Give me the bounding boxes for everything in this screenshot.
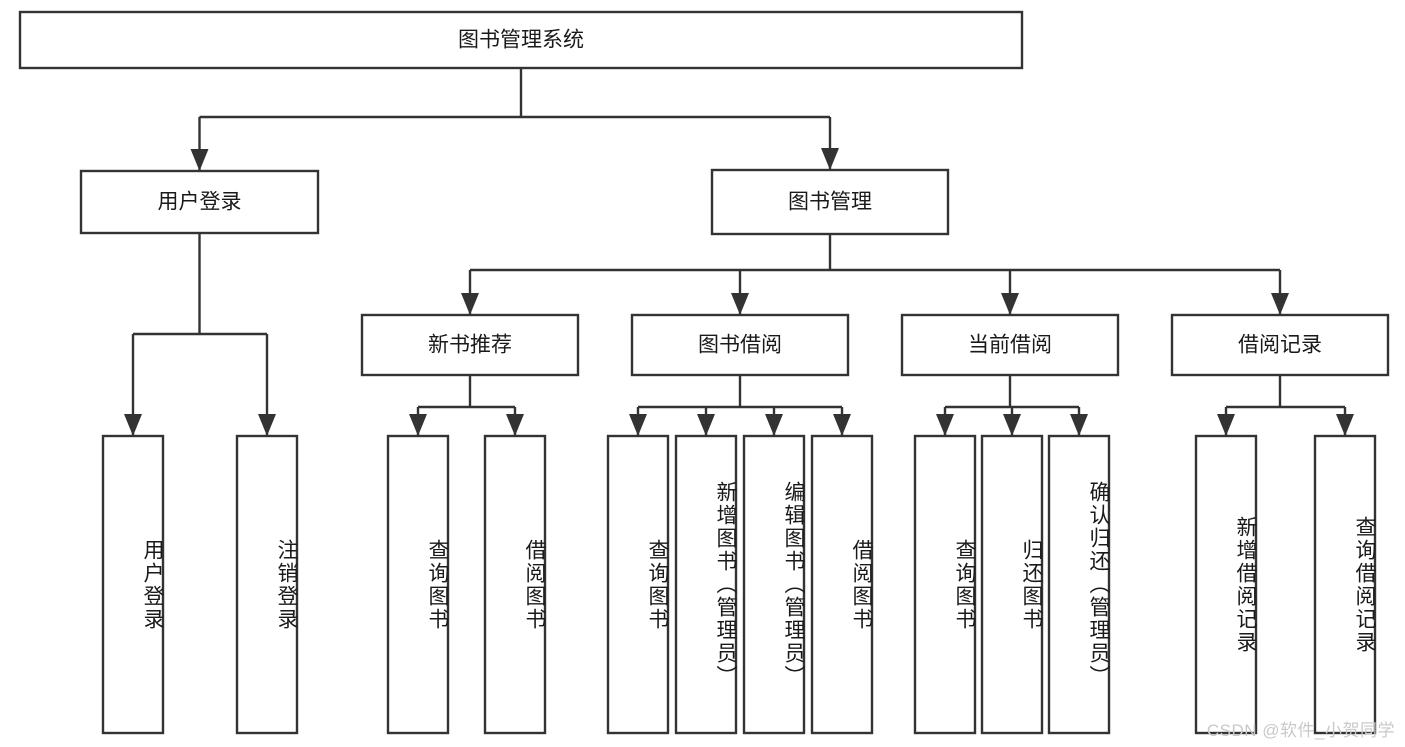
node-leaf_borrow_lend[interactable] xyxy=(810,434,874,735)
arrow-head-icon-l1_user xyxy=(190,149,209,171)
node-box-l2_record xyxy=(1170,313,1390,377)
node-box-leaf_cur_return xyxy=(980,434,1044,735)
node-leaf_cur_query[interactable] xyxy=(913,434,977,735)
node-box-leaf_borrow_query xyxy=(606,434,670,735)
arrow-head-icon-leaf_new_borrow xyxy=(506,414,524,436)
node-box-leaf_rec_query xyxy=(1313,434,1377,735)
node-box-l1_user xyxy=(79,169,320,235)
node-leaf_borrow_query[interactable] xyxy=(606,434,670,735)
node-leaf_cur_return[interactable] xyxy=(980,434,1044,735)
arrow-head-icon-leaf_borrow_add xyxy=(697,414,715,436)
arrow-head-icon-leaf_rec_query xyxy=(1336,414,1354,436)
node-l1_book[interactable]: 图书管理 xyxy=(710,168,950,236)
node-box-leaf_new_query xyxy=(386,434,450,735)
node-leaf_rec_add[interactable] xyxy=(1194,434,1258,735)
node-box-l2_new xyxy=(360,313,580,377)
node-leaf_borrow_add[interactable] xyxy=(674,434,738,735)
node-box-leaf_new_borrow xyxy=(483,434,547,735)
arrow-head-icon-leaf_cur_return xyxy=(1003,414,1021,436)
node-label-l2_record: 借阅记录 xyxy=(1238,334,1322,357)
node-l2_current[interactable]: 当前借阅 xyxy=(900,313,1120,377)
arrow-head-icon-l2_new xyxy=(461,293,479,315)
node-label-l2_borrow: 图书借阅 xyxy=(698,334,782,357)
node-box-leaf_user_login xyxy=(101,434,165,735)
node-box-leaf_user_logout xyxy=(235,434,299,735)
node-l2_borrow[interactable]: 图书借阅 xyxy=(630,313,850,377)
node-l2_record[interactable]: 借阅记录 xyxy=(1170,313,1390,377)
node-l2_new[interactable]: 新书推荐 xyxy=(360,313,580,377)
arrow-head-icon-l2_borrow xyxy=(731,293,749,315)
arrow-head-icon-leaf_borrow_query xyxy=(629,414,647,436)
arrow-head-icon-leaf_cur_confirm xyxy=(1070,414,1088,436)
node-label-l1_user: 用户登录 xyxy=(158,191,242,214)
arrow-head-icon-leaf_user_logout xyxy=(258,414,276,436)
arrow-head-icon-l2_current xyxy=(1001,293,1019,315)
node-label-root: 图书管理系统 xyxy=(458,29,584,52)
arrow-head-icon-l2_record xyxy=(1271,293,1289,315)
node-leaf_new_borrow[interactable] xyxy=(483,434,547,735)
node-box-l1_book xyxy=(710,168,950,236)
node-leaf_cur_confirm[interactable] xyxy=(1047,434,1111,735)
node-box-root xyxy=(18,10,1024,70)
node-box-l2_borrow xyxy=(630,313,850,377)
node-leaf_rec_query[interactable] xyxy=(1313,434,1377,735)
node-label-l2_new: 新书推荐 xyxy=(428,334,512,357)
node-box-leaf_borrow_lend xyxy=(810,434,874,735)
node-box-leaf_cur_query xyxy=(913,434,977,735)
arrow-head-icon-leaf_rec_add xyxy=(1217,414,1235,436)
edges-layer xyxy=(124,68,1354,436)
node-box-leaf_rec_add xyxy=(1194,434,1258,735)
node-box-l2_current xyxy=(900,313,1120,377)
node-label-l1_book: 图书管理 xyxy=(788,191,872,214)
node-leaf_new_query[interactable] xyxy=(386,434,450,735)
node-leaf_user_logout[interactable] xyxy=(235,434,299,735)
node-leaf_user_login[interactable] xyxy=(101,434,165,735)
node-box-leaf_cur_confirm xyxy=(1047,434,1111,735)
node-box-leaf_borrow_edit xyxy=(742,434,806,735)
node-box-leaf_borrow_add xyxy=(674,434,738,735)
node-label-l2_current: 当前借阅 xyxy=(968,334,1052,357)
arrow-head-icon-leaf_new_query xyxy=(409,414,427,436)
node-leaf_borrow_edit[interactable] xyxy=(742,434,806,735)
node-l1_user[interactable]: 用户登录 xyxy=(79,169,320,235)
arrow-head-icon-leaf_borrow_lend xyxy=(833,414,851,436)
csdn-watermark: CSDN @软件_小贺同学 xyxy=(1206,721,1395,740)
arrow-head-icon-leaf_user_login xyxy=(124,414,142,436)
arrow-head-icon-l1_book xyxy=(821,148,839,170)
arrow-head-icon-leaf_cur_query xyxy=(936,414,954,436)
arrow-head-icon-leaf_borrow_edit xyxy=(765,414,783,436)
node-root[interactable]: 图书管理系统 xyxy=(18,10,1024,70)
